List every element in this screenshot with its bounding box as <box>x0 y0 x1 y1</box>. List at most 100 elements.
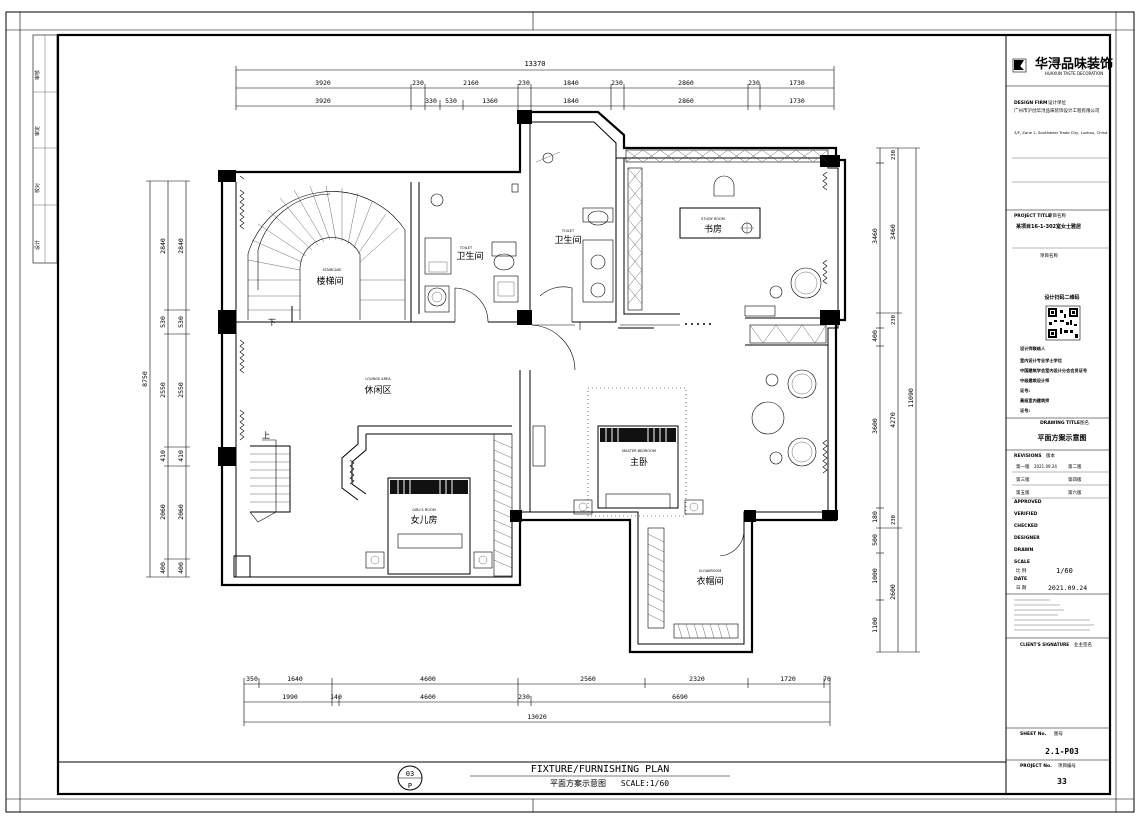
svg-text:70: 70 <box>823 675 831 683</box>
svg-text:3600: 3600 <box>871 418 879 434</box>
stair-down-mark: 下 <box>268 318 276 327</box>
svg-text:DRAWN: DRAWN <box>1014 547 1033 553</box>
stair-label-en: STAIRCASE <box>322 268 341 272</box>
svg-text:CHECKED: CHECKED <box>1014 523 1038 529</box>
girls-room-furniture <box>365 477 493 575</box>
master-label-cn: 主卧 <box>630 456 648 468</box>
svg-text:3460: 3460 <box>871 228 879 244</box>
svg-text:SCALE: SCALE <box>1014 559 1030 565</box>
svg-text:140: 140 <box>330 693 342 701</box>
svg-text:证号:: 证号: <box>1020 407 1030 414</box>
svg-text:高级室内建筑师: 高级室内建筑师 <box>1020 397 1050 404</box>
svg-text:SHEET No.: SHEET No. <box>1020 731 1047 737</box>
right-dimensions: 3460 400 3600 180 500 1000 1100 3460 427… <box>871 147 920 653</box>
toilet1-fixtures <box>424 183 519 313</box>
left-signature-strip: 审核 审定 校对 设计 <box>32 34 58 264</box>
svg-text:1720: 1720 <box>780 675 796 683</box>
svg-text:11090: 11090 <box>907 388 915 408</box>
svg-text:HUAXUN TASTE DECORATION: HUAXUN TASTE DECORATION <box>1045 71 1104 76</box>
svg-text:230: 230 <box>891 150 897 160</box>
svg-text:230: 230 <box>611 79 623 87</box>
svg-text:230: 230 <box>891 515 897 525</box>
svg-text:DESIGN FIRM: DESIGN FIRM <box>1014 100 1048 106</box>
svg-text:1/60: 1/60 <box>1056 567 1073 575</box>
spiral-staircase <box>247 185 406 320</box>
stair-label-cn: 楼梯间 <box>316 275 343 287</box>
svg-text:中国建筑学会室内设计分会会员证号: 中国建筑学会室内设计分会会员证号 <box>1020 367 1087 374</box>
svg-text:410: 410 <box>177 450 185 462</box>
drawing-title-cn: 平面方案示意图 <box>550 778 606 788</box>
svg-text:230: 230 <box>748 79 760 87</box>
title-block: 华浔品味装饰 HUAXUN TASTE DECORATION DESIGN FI… <box>1006 56 1113 786</box>
svg-text:230: 230 <box>412 79 424 87</box>
toilet1-label-en: TOILET <box>459 246 473 250</box>
svg-text:某项目16-1-302室女士雅居: 某项目16-1-302室女士雅居 <box>1015 223 1081 230</box>
svg-text:230: 230 <box>518 693 530 701</box>
study-label-cn: 书房 <box>704 223 722 235</box>
svg-text:1000: 1000 <box>871 568 879 584</box>
svg-text:2060: 2060 <box>177 504 185 520</box>
svg-text:业主签名: 业主签名 <box>1074 641 1092 648</box>
svg-text:2840: 2840 <box>177 238 185 254</box>
svg-text:2160: 2160 <box>463 79 479 87</box>
master-bedroom-furniture <box>493 369 817 577</box>
svg-text:1100: 1100 <box>871 617 879 633</box>
svg-text:530: 530 <box>159 316 167 328</box>
strip-label-1: 审核 <box>34 70 41 80</box>
svg-text:PROJECT No.: PROJECT No. <box>1020 763 1052 769</box>
svg-text:350: 350 <box>246 675 258 683</box>
lounge-label-en: LOUNGE AREA <box>365 377 391 381</box>
exterior-walls <box>218 110 847 654</box>
svg-text:VERIFIED: VERIFIED <box>1014 511 1038 517</box>
svg-text:230: 230 <box>891 315 897 325</box>
svg-text:项目编号: 项目编号 <box>1058 762 1076 769</box>
svg-text:13020: 13020 <box>527 713 547 721</box>
svg-text:室内设计专业学士学位: 室内设计专业学士学位 <box>1020 357 1063 364</box>
cloakroom-furniture <box>647 527 739 639</box>
svg-text:2860: 2860 <box>678 97 694 105</box>
svg-text:1730: 1730 <box>789 79 805 87</box>
svg-text:日 期: 日 期 <box>1016 585 1027 591</box>
girl-room-label-cn: 女儿房 <box>410 514 437 526</box>
svg-text:版本: 版本 <box>1046 452 1055 459</box>
svg-text:180: 180 <box>871 511 879 523</box>
svg-text:CLIENT'S SIGNATURE: CLIENT'S SIGNATURE <box>1020 642 1069 647</box>
study-furniture <box>618 149 829 344</box>
svg-text:3920: 3920 <box>315 79 331 87</box>
closet-label-cn: 衣帽间 <box>696 575 723 587</box>
svg-text:设计师联络人: 设计师联络人 <box>1020 345 1046 352</box>
sheet-number: 2.1-P03 <box>1045 747 1079 756</box>
svg-text:图名: 图名 <box>1080 419 1089 426</box>
svg-text:400: 400 <box>159 562 167 574</box>
svg-text:中级建筑设计师: 中级建筑设计师 <box>1020 377 1050 384</box>
svg-text:530: 530 <box>445 97 457 105</box>
svg-text:6690: 6690 <box>672 693 688 701</box>
svg-text:P: P <box>408 782 412 790</box>
svg-text:1990: 1990 <box>282 693 298 701</box>
svg-text:项目名称: 项目名称 <box>1048 212 1066 219</box>
svg-text:03: 03 <box>406 770 414 778</box>
svg-text:1730: 1730 <box>789 97 805 105</box>
company-logo-text: 华浔品味装饰 <box>1035 56 1113 72</box>
svg-text:400: 400 <box>177 562 185 574</box>
svg-text:3920: 3920 <box>315 97 331 105</box>
svg-text:4600: 4600 <box>420 675 436 683</box>
svg-text:APPROVED: APPROVED <box>1014 499 1042 505</box>
toilet2-label-cn: 卫生间 <box>554 234 581 246</box>
svg-text:400: 400 <box>871 330 879 342</box>
drawing-frame <box>56 33 1112 796</box>
svg-text:2840: 2840 <box>159 238 167 254</box>
dim-top-total: 13370 <box>524 60 545 68</box>
svg-text:第六版: 第六版 <box>1068 489 1082 496</box>
svg-text:1840: 1840 <box>563 97 579 105</box>
svg-text:比 例: 比 例 <box>1016 567 1027 574</box>
svg-text:3/F, Zone 1, Southwest Trade C: 3/F, Zone 1, Southwest Trade City, Luzho… <box>1014 130 1107 135</box>
svg-text:2600: 2600 <box>889 584 897 600</box>
drawing-scale: SCALE:1/60 <box>621 779 669 788</box>
left-dimensions: 8750 2840 530 2550 410 2060 400 2840 530… <box>141 180 190 578</box>
svg-text:2320: 2320 <box>689 675 705 683</box>
strip-label-3: 校对 <box>34 183 41 193</box>
svg-text:第三版: 第三版 <box>1016 476 1030 483</box>
lounge-label-cn: 休闲区 <box>364 384 391 396</box>
